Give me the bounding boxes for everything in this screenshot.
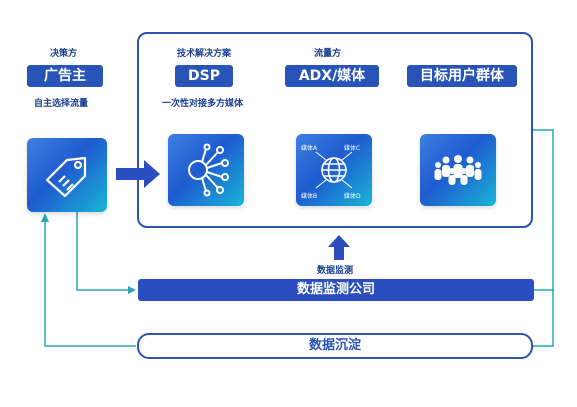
price-tag-icon — [45, 156, 87, 198]
deposition-label: 数据沉淀 — [308, 338, 361, 353]
deposition-box: 数据沉淀 — [137, 333, 533, 359]
connector-right — [533, 129, 554, 291]
arrow-monitor-up-body — [334, 246, 344, 260]
advertiser-desc: 自主选择流量 — [34, 99, 89, 109]
media-a-label: 媒体A — [301, 145, 318, 152]
advertiser-name: 广告主 — [27, 65, 103, 87]
network-hub-icon — [188, 143, 229, 197]
adx-role: 流量方 — [314, 49, 342, 59]
globe-network-icon — [321, 157, 347, 183]
ecosystem-frame — [137, 32, 533, 228]
dsp-name: DSP — [175, 65, 233, 87]
arrow-head-advertiser — [41, 213, 49, 222]
advertiser-role: 决策方 — [50, 49, 78, 59]
arrow-head-monitor — [128, 286, 136, 294]
connector-deposition-advertiser — [44, 222, 136, 347]
dsp-desc: 一次性对接多方媒体 — [162, 99, 244, 109]
audience-tile — [420, 134, 496, 206]
arrow-advertiser-dsp-body — [116, 168, 146, 180]
connector-right-lower — [533, 290, 554, 347]
dsp-role: 技术解决方案 — [177, 49, 232, 59]
media-links — [315, 151, 353, 189]
monitoring-company: 数据监测公司 — [138, 279, 534, 301]
dsp-tile — [168, 134, 244, 206]
user-group-icon — [434, 155, 482, 185]
arrow-advertiser-dsp-head — [144, 160, 160, 188]
connector-advertiser-monitor — [76, 212, 128, 291]
adx-name: ADX/媒体 — [285, 65, 379, 87]
media-c-label: 媒体C — [344, 145, 361, 152]
advertiser-tile — [27, 138, 107, 212]
audience-name: 目标用户群体 — [407, 65, 517, 87]
media-d-label: 媒体D — [344, 193, 361, 200]
arrow-monitor-up-head — [328, 235, 350, 247]
monitor-arrow-label: 数据监测 — [317, 266, 354, 276]
adx-tile: 媒体A 媒体C 媒体B 媒体D — [296, 134, 372, 206]
media-b-label: 媒体B — [301, 193, 318, 200]
